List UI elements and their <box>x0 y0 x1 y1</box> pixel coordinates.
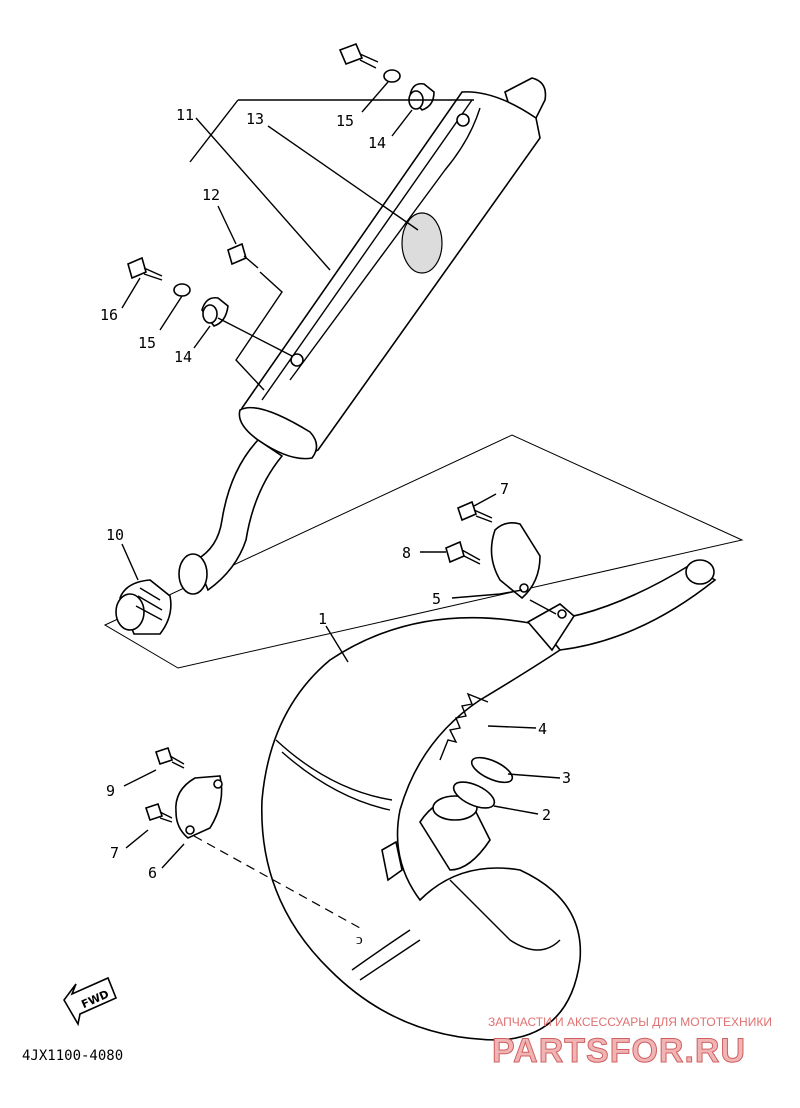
alignment-mark: ↄ <box>356 930 363 948</box>
part-label-2: 2 <box>542 806 551 824</box>
bolt-part-7-upper <box>457 500 493 523</box>
grommet-part-14 <box>201 296 229 327</box>
part-labels: 1 2 3 4 5 6 7 7 8 9 10 11 12 13 14 14 15… <box>100 106 571 882</box>
flange-alignment-dashed-line <box>193 835 361 929</box>
bolt-part-16-top <box>338 42 379 69</box>
part-label-12: 12 <box>202 186 220 204</box>
part-label-5: 5 <box>432 590 441 608</box>
part-label-11: 11 <box>176 106 194 124</box>
silencer <box>238 77 547 460</box>
bracket-part-5 <box>490 522 541 600</box>
exhaust-pipe <box>261 559 717 1041</box>
forward-arrow-icon: FWD <box>63 976 118 1027</box>
part-label-15a: 15 <box>336 112 354 130</box>
part-label-14b: 14 <box>174 348 192 366</box>
bolt-part-8 <box>445 540 481 565</box>
part-label-4: 4 <box>538 720 547 738</box>
screw-part-12 <box>227 242 259 269</box>
collar-part-15 <box>173 283 191 297</box>
drawing-number: 4JX1100-4080 <box>22 1048 123 1064</box>
silencer-label-patch <box>401 212 443 274</box>
bolt-part-16 <box>127 256 163 281</box>
part-label-10: 10 <box>106 526 124 544</box>
grommet-part-14-top <box>408 82 435 111</box>
part-label-3: 3 <box>562 769 571 787</box>
gasket-part-2 <box>452 781 496 809</box>
watermark-tagline: ЗАПЧАСТИ И АКСЕССУАРЫ ДЛЯ МОТОТЕХНИКИ <box>488 1015 772 1029</box>
collar-part-15-top <box>383 69 401 83</box>
o-ring-part-3 <box>470 756 514 784</box>
part-label-16: 16 <box>100 306 118 324</box>
flange-part-6 <box>175 775 223 839</box>
part-label-15b: 15 <box>138 334 156 352</box>
spring-joint-part-10 <box>115 579 172 635</box>
part-label-7a: 7 <box>500 480 509 498</box>
bolt-part-9 <box>154 746 185 769</box>
part-label-8: 8 <box>402 544 411 562</box>
watermark-brand: PARTSFOR.RU <box>492 1032 746 1070</box>
part-label-13: 13 <box>246 110 264 128</box>
part-label-1: 1 <box>318 610 327 628</box>
joint-pipe <box>178 438 284 595</box>
bolt-part-7-lower <box>144 802 173 823</box>
assembly-outline <box>103 434 744 669</box>
spring-part-4 <box>439 692 489 761</box>
part-label-14a: 14 <box>368 134 386 152</box>
part-label-6: 6 <box>148 864 157 882</box>
leader-lines <box>121 81 561 869</box>
part-label-9: 9 <box>106 782 115 800</box>
part-label-7b: 7 <box>110 844 119 862</box>
